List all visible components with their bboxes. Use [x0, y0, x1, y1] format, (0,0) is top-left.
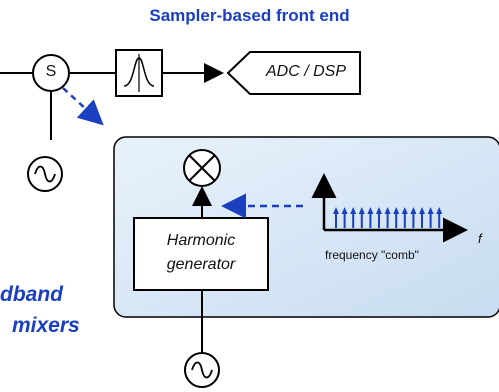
comb-line-tip [350, 207, 357, 214]
diagram-title: Sampler-based front end [149, 6, 350, 25]
side-label-line2: mixers [12, 314, 80, 337]
mixer-x-icon-stroke [188, 154, 216, 182]
comb-line-tip [393, 207, 400, 214]
adc-dsp-block [226, 51, 361, 95]
comb-line-tip [333, 207, 339, 214]
comb-line-tip [376, 207, 382, 214]
sampler-label: S [45, 63, 57, 80]
comb-line-tip [436, 207, 443, 214]
comb-line-tip [401, 207, 408, 214]
comb-line-tip [410, 207, 417, 214]
comb-line-tip [427, 207, 434, 214]
sine-wave-icon-2 [191, 361, 213, 379]
harmonic-label-line2: generator [166, 256, 236, 273]
comb-axis-label: f [478, 231, 482, 246]
comb-line-tip [419, 207, 425, 214]
harmonic-label-line1: Harmonic [166, 232, 236, 249]
comb-line-tip [358, 207, 365, 214]
adc-dsp-label: ADC / DSP [265, 63, 346, 80]
comb-caption: frequency "comb" [325, 248, 419, 262]
harmonic-generator-box [133, 217, 269, 291]
comb-line-tip [384, 207, 391, 214]
frequency-comb-lines [333, 207, 443, 228]
comb-line-tip [341, 207, 348, 214]
sine-wave-icon [34, 165, 56, 183]
sampler-equivalence-arrow [62, 87, 104, 126]
comb-line-tip [367, 207, 374, 214]
side-label-line1: dband [0, 283, 63, 306]
